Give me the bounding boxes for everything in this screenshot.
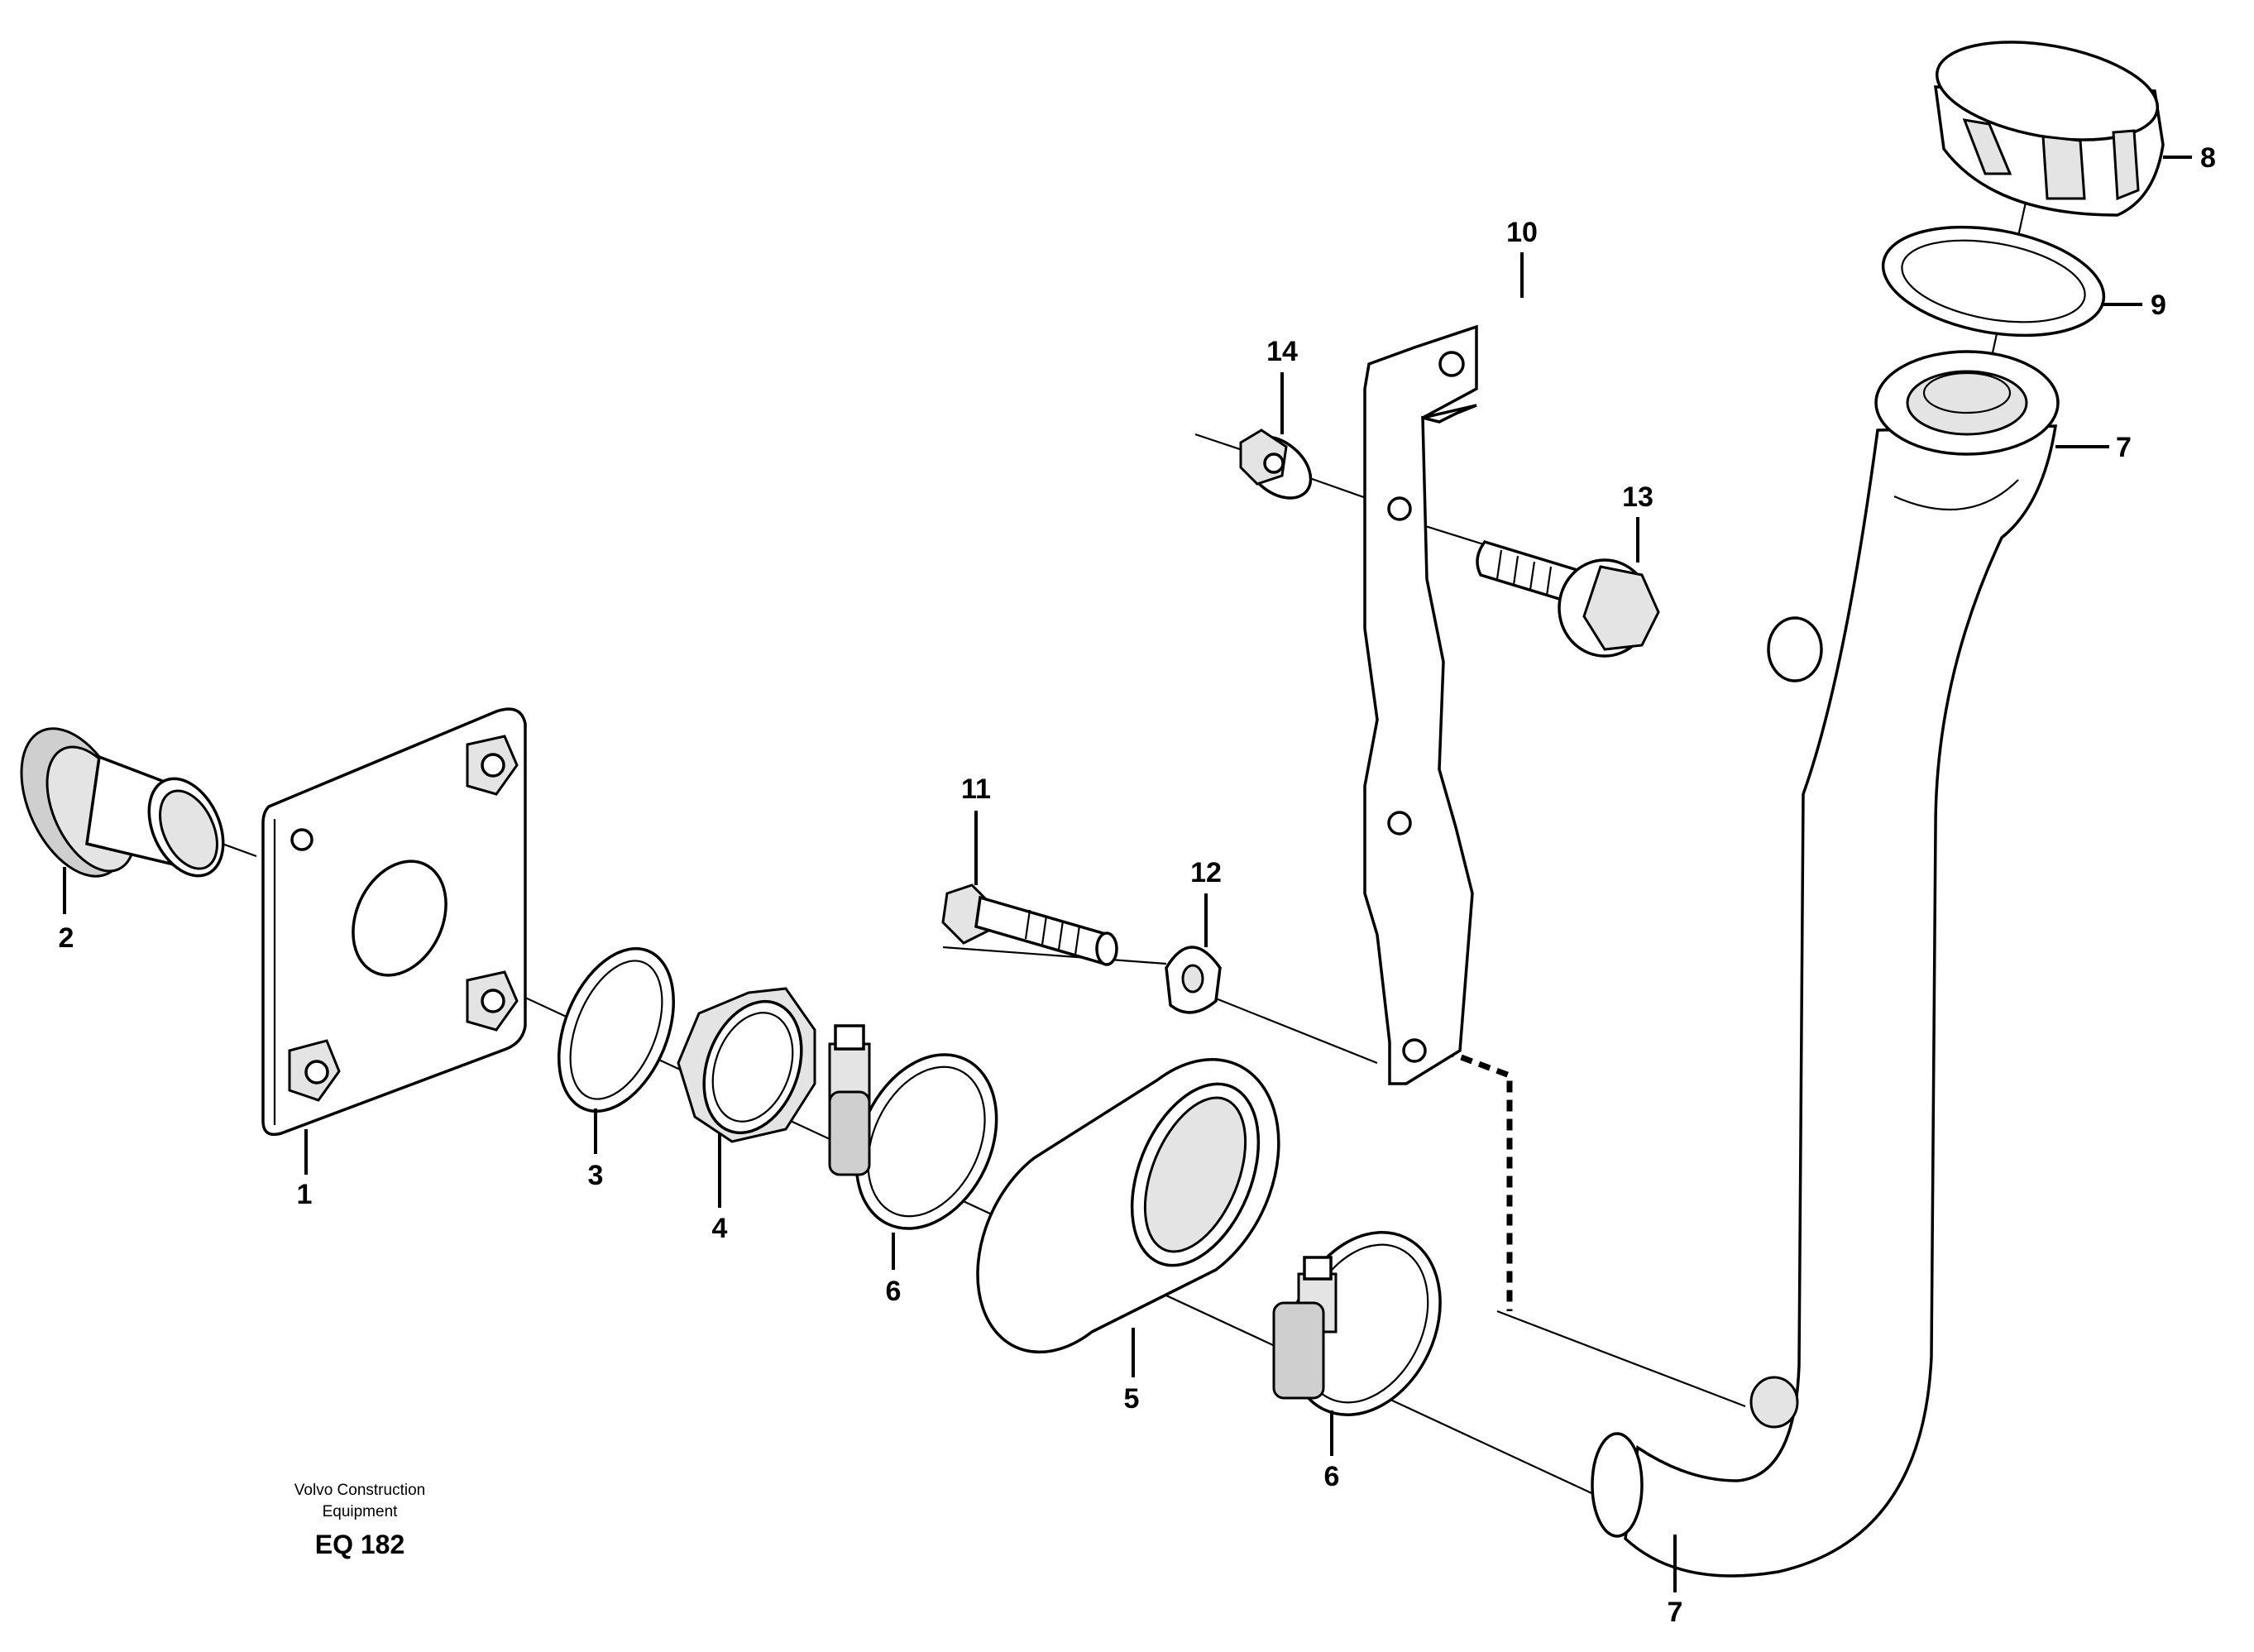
label-14: 14 bbox=[1266, 336, 1298, 367]
label-7-top: 7 bbox=[2116, 432, 2132, 463]
label-3: 3 bbox=[588, 1160, 604, 1191]
label-5: 5 bbox=[1124, 1383, 1140, 1415]
callout-labels: 2 1 3 4 6 5 6 7 7 8 9 10 14 13 11 12 bbox=[59, 142, 2216, 1628]
part-11-hex-bolt bbox=[941, 883, 1118, 966]
diagram-code: EQ 182 bbox=[315, 1530, 405, 1559]
part-5-hose bbox=[976, 1058, 1280, 1354]
label-13: 13 bbox=[1622, 481, 1653, 513]
label-1: 1 bbox=[297, 1179, 313, 1210]
part-10-bracket bbox=[1363, 324, 1478, 1085]
part-14-flange-nut bbox=[1239, 429, 1313, 500]
diagram-footer: Volvo Construction Equipment EQ 182 bbox=[294, 1482, 425, 1559]
part-6-hose-clamp-right bbox=[1272, 1231, 1442, 1416]
part-13-flange-bolt bbox=[1476, 539, 1660, 658]
plate-nut-bottom bbox=[288, 1039, 341, 1102]
label-6-left: 6 bbox=[886, 1276, 902, 1307]
label-12: 12 bbox=[1190, 857, 1222, 888]
leader-lines bbox=[63, 156, 2192, 1592]
label-10: 10 bbox=[1506, 217, 1538, 248]
part-4-hex-nut bbox=[677, 987, 816, 1143]
part-2-plug bbox=[20, 727, 225, 878]
part-12-lock-washer bbox=[1165, 946, 1222, 1014]
part-9-gasket bbox=[1881, 225, 2106, 338]
label-11: 11 bbox=[961, 773, 991, 805]
plate-nut-top bbox=[466, 735, 519, 796]
brand-line-1: Volvo Construction bbox=[294, 1482, 425, 1499]
part-6-hose-clamp-left bbox=[828, 1024, 998, 1230]
label-9: 9 bbox=[2151, 290, 2166, 321]
brand-line-2: Equipment bbox=[323, 1503, 399, 1520]
label-6-right: 6 bbox=[1324, 1461, 1340, 1492]
plate-nut-right bbox=[466, 970, 519, 1032]
part-7-filler-tube bbox=[1591, 350, 2060, 1578]
label-8: 8 bbox=[2200, 142, 2216, 174]
part-8-cap bbox=[1933, 41, 2165, 217]
label-7-bottom: 7 bbox=[1668, 1597, 1683, 1628]
part-3-o-ring bbox=[558, 946, 675, 1113]
label-4: 4 bbox=[712, 1213, 728, 1244]
label-2: 2 bbox=[59, 922, 74, 954]
part-1-plate bbox=[261, 707, 527, 1137]
